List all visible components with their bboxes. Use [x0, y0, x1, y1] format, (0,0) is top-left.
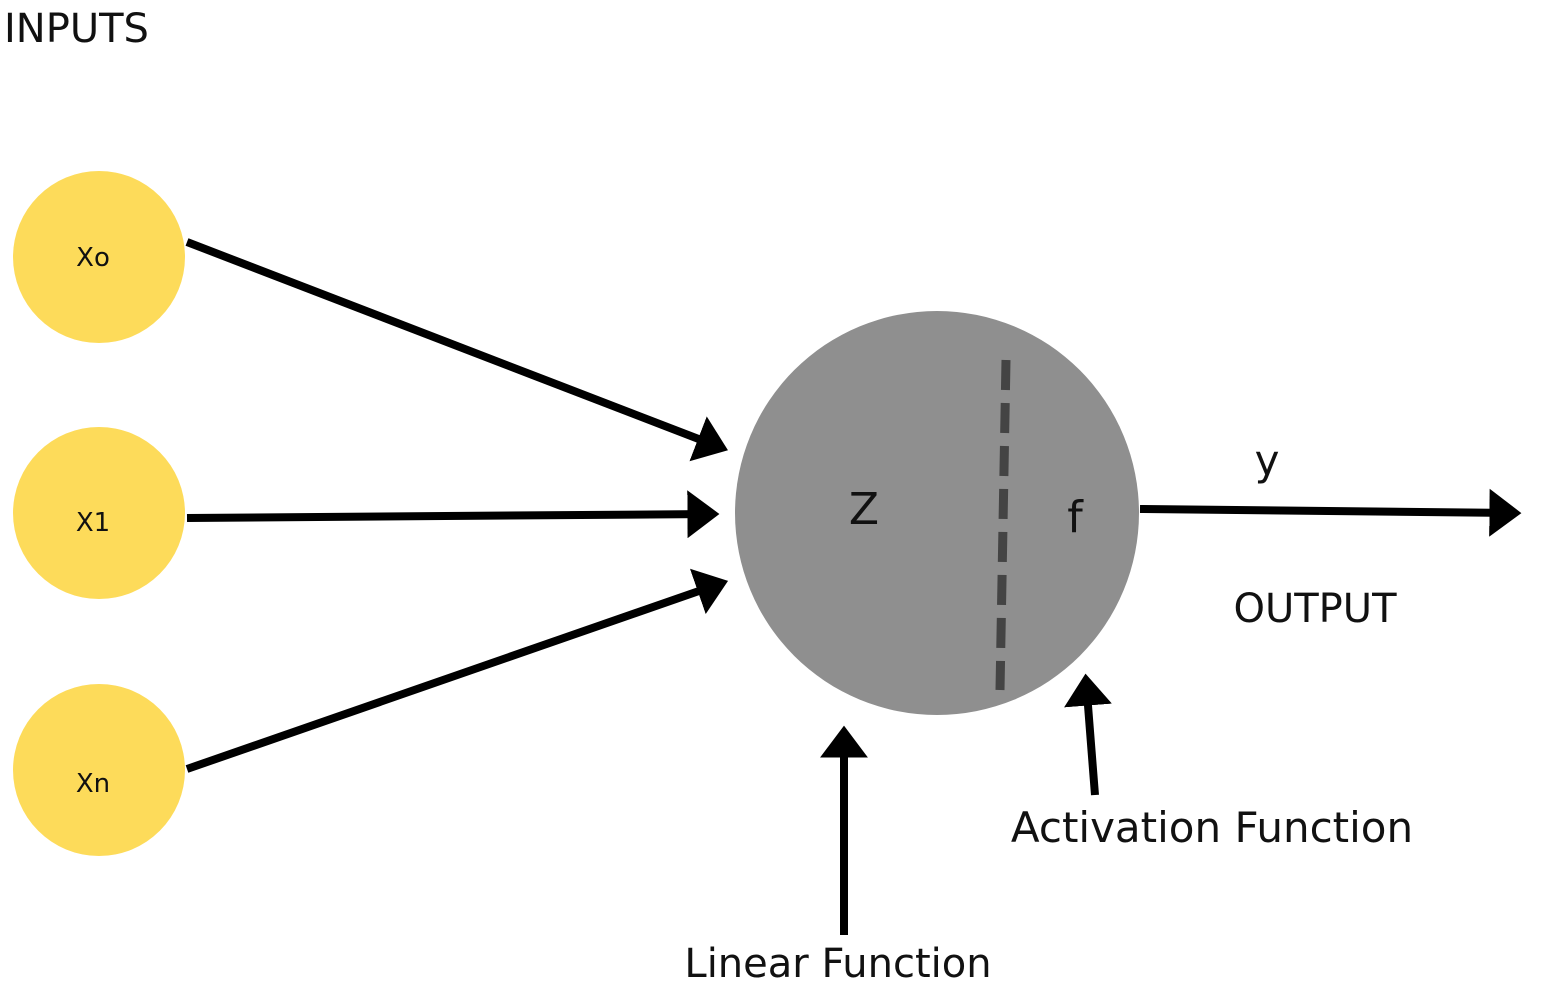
activation-symbol: f [1067, 492, 1084, 543]
input-node-label: Xo [76, 243, 110, 273]
input-node-circle [13, 684, 185, 856]
output-arrow [1139, 488, 1522, 537]
activation-function-label: Activation Function [1011, 803, 1413, 852]
inputs-title: INPUTS [4, 6, 149, 52]
input-arrow-2 [185, 568, 729, 773]
input-arrow-0 [185, 238, 728, 462]
output-title: OUTPUT [1233, 586, 1397, 632]
input-node-2: Xn [13, 684, 185, 856]
input-node-circle [13, 427, 185, 599]
input-node-label: Xn [76, 769, 110, 799]
neuron-divider [995, 359, 1011, 691]
input-node-0: Xo [13, 171, 185, 343]
input-node-label: X1 [76, 508, 110, 538]
output-symbol: y [1255, 436, 1280, 485]
input-node-1: X1 [13, 427, 185, 599]
linear-function-label: Linear Function [684, 941, 991, 986]
neuron: Z f [735, 311, 1139, 715]
activation-function-arrow [1064, 673, 1112, 796]
input-node-circle [13, 171, 185, 343]
input-arrow-1 [186, 490, 720, 539]
neuron-circle [735, 311, 1139, 715]
linear-symbol: Z [849, 484, 879, 535]
